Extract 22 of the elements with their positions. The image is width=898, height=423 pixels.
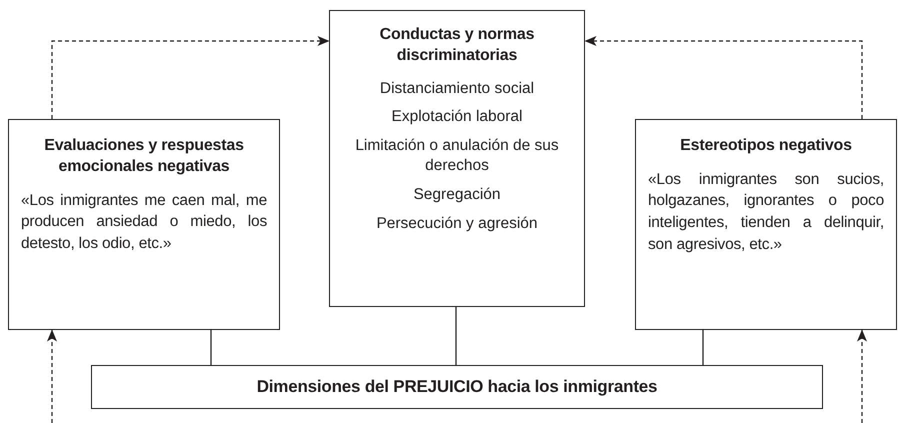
dimension-box <box>635 119 897 330</box>
box-heading: Dimensiones del PREJUICIO hacia los inmigrantes <box>256 376 658 398</box>
dashed-arrow <box>47 330 57 423</box>
connector-line <box>210 330 212 365</box>
box-heading: Conductas y normas discriminatorias <box>378 25 536 66</box>
connector-line <box>702 330 704 365</box>
quote-text: «Los inmigrantes me caen mal, me producen ansiedad o miedo, los detesto, los odio, etc.» <box>21 190 267 254</box>
box-heading: Estereotipos negativos <box>679 136 853 156</box>
list-item: Segregación <box>412 184 502 205</box>
list-item: Distanciamiento social <box>378 78 536 98</box>
dashed-arrow <box>584 36 863 119</box>
connector-line <box>455 307 457 365</box>
box-heading: Evaluaciones y respuestas emocionales negativas <box>43 136 245 177</box>
prejudice-bar <box>91 365 823 409</box>
dashed-arrow <box>857 330 867 423</box>
list-item: Persecución y agresión <box>375 214 539 234</box>
list-item: Limitación o anulación de sus derechos <box>354 136 560 176</box>
quote-text: «Los inmigrantes son sucios, holgazanes, ignorantes o poco inteligentes, tienden a delinquir, son agresivos, etc.» <box>648 170 884 255</box>
behaviour-box <box>329 10 585 307</box>
dimension-box <box>8 119 280 330</box>
list-item: Explotación laboral <box>390 107 524 128</box>
dashed-arrow <box>51 36 330 119</box>
